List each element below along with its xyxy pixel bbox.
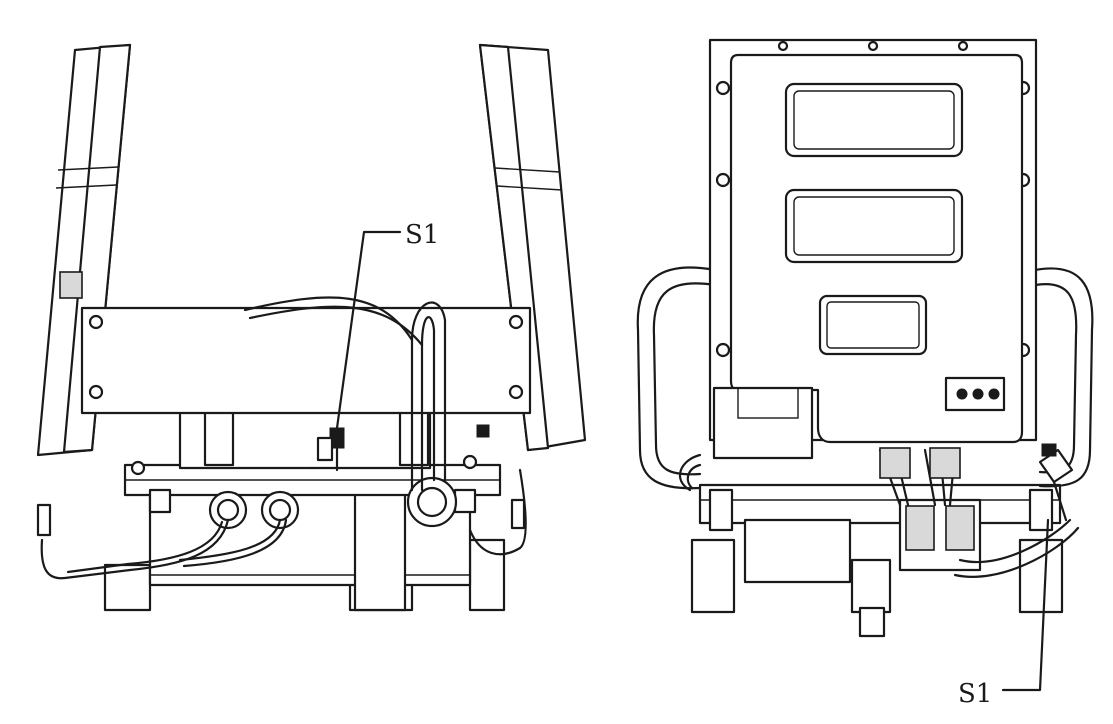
left-s1-sensor bbox=[316, 230, 490, 472]
left-cables bbox=[36, 468, 527, 580]
right-lower-housing bbox=[743, 498, 982, 584]
right-cable-bundle bbox=[678, 447, 1080, 578]
right-feet bbox=[690, 538, 1064, 638]
left-cable-glands bbox=[208, 476, 458, 530]
right-base-rail bbox=[698, 483, 1062, 532]
left-s1-label: S1 bbox=[405, 220, 439, 250]
left-view: S1 bbox=[36, 43, 587, 612]
left-front-plate bbox=[80, 306, 532, 415]
left-lower-housing bbox=[148, 478, 472, 612]
left-center-block bbox=[178, 408, 432, 470]
right-junction-box bbox=[712, 386, 814, 460]
right-indicator-panel bbox=[944, 376, 1006, 412]
left-side-panel bbox=[36, 43, 132, 457]
right-display-windows bbox=[784, 82, 964, 356]
right-s1-label: S1 bbox=[958, 679, 992, 709]
right-s1-sensor bbox=[1001, 443, 1074, 692]
right-view: S1 bbox=[636, 38, 1094, 709]
